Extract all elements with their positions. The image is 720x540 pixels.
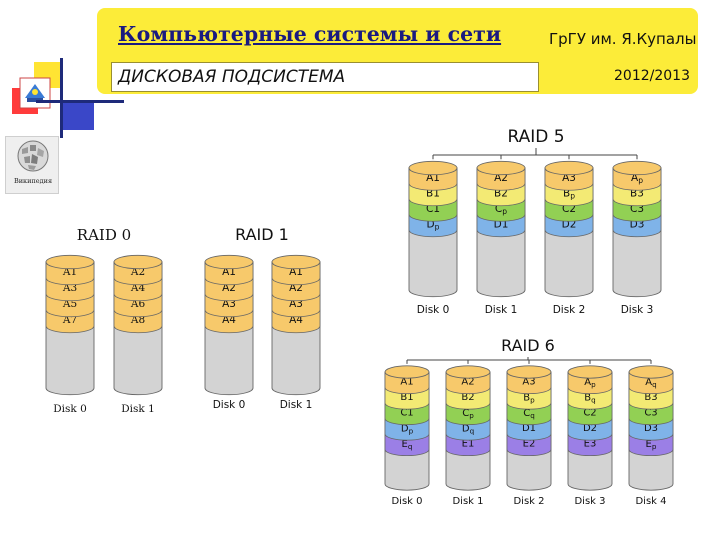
raid-title: RAID 5: [507, 127, 564, 147]
block-label: Dq: [462, 423, 474, 435]
wikipedia-globe-icon: [17, 140, 49, 172]
disk-label: Disk 1: [280, 399, 313, 411]
academic-year: 2012/2013: [614, 68, 690, 84]
raid-title: RAID 0: [77, 226, 131, 244]
section-subtitle: ДИСКОВАЯ ПОДСИСТЕМА: [111, 62, 539, 92]
disk-top: [506, 365, 552, 379]
disk-label: Disk 3: [621, 304, 654, 316]
disk-top: [204, 254, 254, 270]
disk-top: [544, 160, 594, 176]
disk-top: [113, 254, 163, 270]
block-label: D1: [522, 423, 536, 434]
block-label: Bp: [523, 392, 535, 404]
logo-vertical-line: [60, 58, 63, 138]
block-label: Bp: [563, 187, 575, 200]
block-label: C3: [644, 407, 657, 418]
disk-label: Disk 3: [574, 496, 605, 507]
block-label: Dp: [401, 423, 414, 435]
block-label: Eq: [402, 438, 413, 450]
wikipedia-logo-text: Википедия: [13, 177, 53, 185]
disk-top: [408, 160, 458, 176]
block-label: Dp: [427, 218, 440, 231]
disk-top: [45, 254, 95, 270]
block-label: Bq: [584, 392, 595, 404]
block-label: Ap: [631, 172, 643, 185]
block-label: D2: [583, 423, 597, 434]
logo-blue-square: [62, 100, 94, 130]
disk-label: Disk 1: [121, 403, 155, 415]
logo-horizontal-line: [36, 100, 124, 103]
block-label: B3: [644, 392, 657, 403]
block-label: A1: [400, 376, 413, 387]
block-label: Ap: [584, 376, 596, 388]
block-label: Cp: [495, 203, 507, 216]
disk-top: [628, 365, 674, 379]
block-label: B1: [400, 392, 413, 403]
block-label: D3: [644, 423, 658, 434]
block-label: A3: [522, 376, 535, 387]
disk-top: [476, 160, 526, 176]
disk-label: Disk 0: [417, 304, 450, 316]
block-label: E3: [584, 438, 597, 449]
disk-label: Disk 0: [53, 403, 87, 415]
block-label: Aq: [645, 376, 656, 388]
disk-top: [567, 365, 613, 379]
course-title[interactable]: Компьютерные системы и сети: [118, 22, 502, 46]
block-label: A2: [461, 376, 474, 387]
disk-top: [271, 254, 321, 270]
disk-label: Disk 2: [553, 304, 586, 316]
block-label: Ep: [646, 438, 657, 450]
block-label: Cq: [523, 407, 535, 419]
disk-label: Disk 0: [391, 496, 422, 507]
disk-top: [612, 160, 662, 176]
block-label: E1: [462, 438, 475, 449]
disk-label: Disk 2: [513, 496, 544, 507]
block-label: C2: [583, 407, 596, 418]
disk-top: [384, 365, 430, 379]
raid-title: RAID 1: [235, 225, 289, 244]
block-label: Cp: [462, 407, 474, 419]
disk-label: Disk 0: [213, 399, 246, 411]
wikipedia-logo: Википедия: [5, 136, 59, 194]
disk-top: [445, 365, 491, 379]
block-label: C1: [400, 407, 413, 418]
block-label: B2: [461, 392, 474, 403]
raid-title: RAID 6: [501, 336, 555, 355]
disk-label: Disk 1: [485, 304, 518, 316]
disk-label: Disk 1: [452, 496, 483, 507]
disk-label: Disk 4: [635, 496, 666, 507]
university-emblem-icon: [19, 77, 51, 109]
university-name: ГрГУ им. Я.Купалы: [549, 30, 697, 48]
block-label: E2: [523, 438, 536, 449]
